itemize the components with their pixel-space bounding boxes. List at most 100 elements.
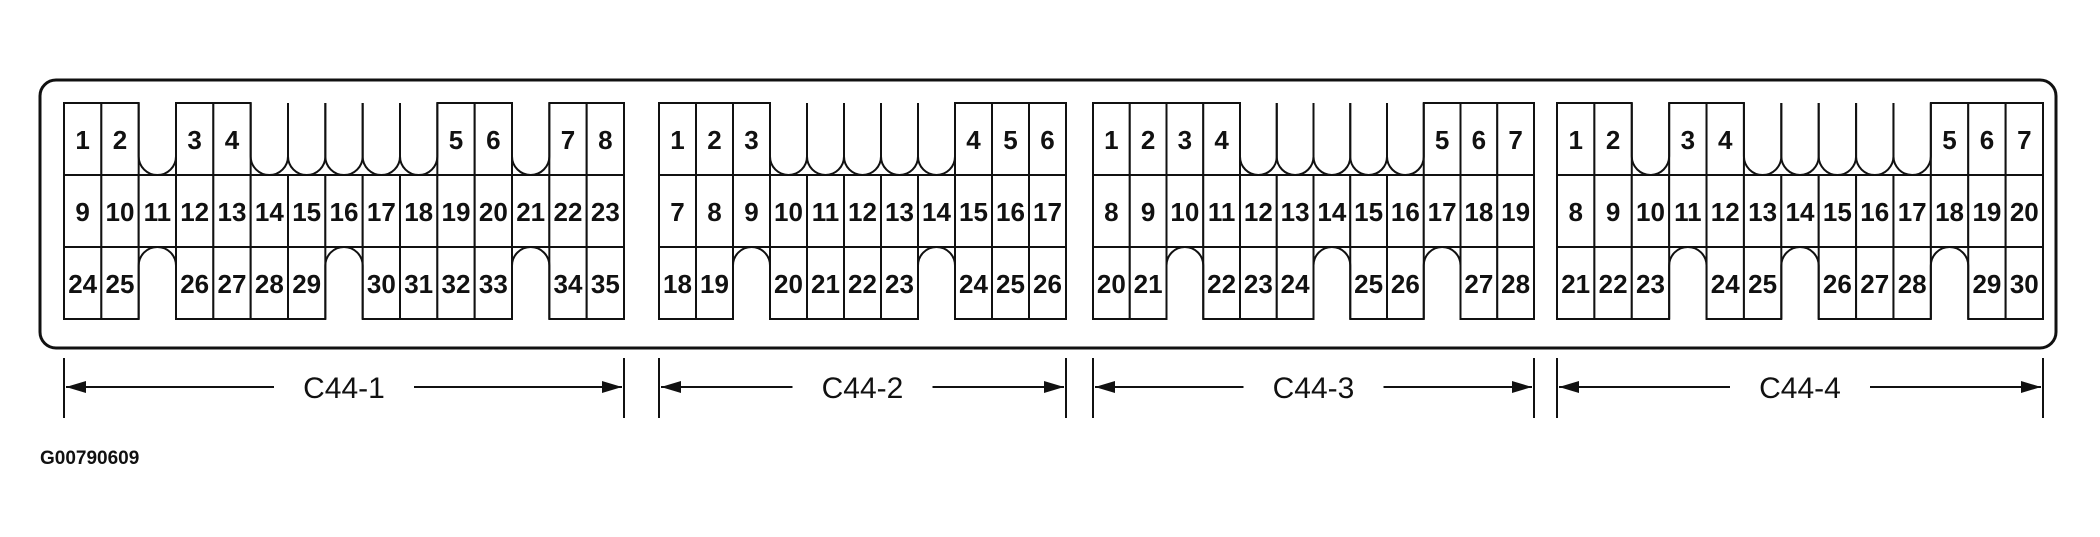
pin-cavity: 20	[1092, 246, 1131, 320]
key-notch	[249, 103, 289, 176]
pin-cavity: 1	[63, 102, 103, 176]
pin-cavity: 12	[843, 174, 882, 248]
pin-cavity: 23	[1239, 246, 1278, 320]
pin-cavity: 28	[1892, 246, 1932, 320]
pin-cavity: 7	[2004, 102, 2044, 176]
pin-number: 21	[1561, 269, 1590, 299]
pin-number: 10	[1170, 197, 1199, 227]
pin-cavity: 10	[769, 174, 808, 248]
key-notch	[1929, 246, 1970, 319]
pin-number: 14	[255, 197, 284, 227]
key-notch	[732, 246, 771, 319]
key-notch	[1422, 246, 1462, 319]
pin-number: 11	[1674, 197, 1702, 227]
pin-number: 12	[848, 197, 877, 227]
pin-number: 16	[330, 197, 359, 227]
pin-number: 23	[1244, 269, 1273, 299]
pin-cavity: 16	[1386, 174, 1425, 248]
pin-number: 30	[2010, 269, 2039, 299]
pin-number: 21	[811, 269, 840, 299]
pin-cavity: 8	[695, 174, 734, 248]
pin-number: 14	[922, 197, 951, 227]
key-notch	[917, 103, 956, 176]
pin-cavity: 1	[1556, 102, 1596, 176]
pin-number: 1	[75, 125, 89, 155]
pin-number: 24	[959, 269, 988, 299]
connector-span-line: C44-1	[63, 358, 625, 418]
pin-number: 29	[292, 269, 321, 299]
pin-cavity: 12	[175, 174, 215, 248]
pin-number: 7	[2017, 125, 2031, 155]
pin-number: 24	[68, 269, 97, 299]
pin-cavity: 27	[212, 246, 252, 320]
pin-cavity: 20	[2004, 174, 2044, 248]
pin-cavity: 7	[548, 102, 588, 176]
pin-number: 24	[1281, 269, 1310, 299]
pin-cavity: 2	[1593, 102, 1633, 176]
pin-number: 11	[812, 197, 840, 227]
pin-cavity: 3	[732, 102, 771, 176]
pin-number: 19	[1972, 197, 2001, 227]
pin-cavity: 6	[473, 102, 513, 176]
pin-cavity: 8	[585, 102, 626, 176]
pin-number: 16	[1860, 197, 1889, 227]
pin-cavity: 13	[1275, 174, 1315, 248]
connector-label: C44-4	[1759, 372, 1841, 405]
pin-cavity: 5	[991, 102, 1030, 176]
pin-number: 21	[516, 197, 545, 227]
pin-cavity: 11	[137, 174, 178, 248]
pin-number: 28	[1898, 269, 1927, 299]
key-notch	[1780, 103, 1820, 176]
pin-number: 3	[187, 125, 201, 155]
pin-cavity: 8	[1092, 174, 1131, 248]
connector-label: C44-1	[303, 372, 385, 405]
pin-cavity: 12	[1705, 174, 1745, 248]
pin-cavity: 9	[63, 174, 103, 248]
key-notch	[1386, 103, 1425, 176]
key-notch	[1630, 103, 1671, 176]
pin-number: 9	[744, 197, 758, 227]
key-notch	[1275, 103, 1315, 176]
key-notch	[511, 103, 551, 176]
pin-number: 6	[1980, 125, 1994, 155]
pin-cavity: 25	[991, 246, 1030, 320]
pin-number: 4	[1214, 125, 1229, 155]
pin-number: 25	[1354, 269, 1383, 299]
pin-number: 27	[1860, 269, 1889, 299]
connector-housing-outline	[38, 78, 2058, 350]
pin-cavity: 28	[1496, 246, 1535, 320]
pin-number: 13	[885, 197, 914, 227]
pin-cavity: 33	[473, 246, 513, 320]
pin-cavity: 26	[1386, 246, 1425, 320]
pin-number: 27	[1464, 269, 1493, 299]
pin-number: 2	[707, 125, 721, 155]
pin-number: 23	[591, 197, 620, 227]
pin-cavity: 10	[100, 174, 140, 248]
pin-cavity: 19	[695, 246, 734, 320]
pin-cavity: 23	[880, 246, 919, 320]
pin-number: 3	[744, 125, 758, 155]
key-notch	[769, 103, 808, 176]
figure-code: G00790609	[40, 448, 139, 469]
pin-number: 16	[996, 197, 1025, 227]
pin-number: 15	[959, 197, 988, 227]
pin-number: 18	[663, 269, 692, 299]
pin-cavity: 7	[1496, 102, 1535, 176]
pin-cavity: 15	[1817, 174, 1858, 248]
pin-cavity: 30	[361, 246, 401, 320]
key-notch	[137, 246, 177, 319]
pin-number: 20	[1097, 269, 1126, 299]
pin-cavity: 16	[324, 174, 364, 248]
pin-number: 10	[1636, 197, 1665, 227]
connector-span-line: C44-2	[658, 358, 1067, 418]
key-notch	[361, 103, 401, 176]
pin-number: 26	[1391, 269, 1420, 299]
pin-cavity: 25	[1349, 246, 1388, 320]
pin-cavity: 16	[1855, 174, 1895, 248]
pin-number: 12	[1711, 197, 1740, 227]
pin-number: 28	[1501, 269, 1530, 299]
pin-number: 15	[1354, 197, 1383, 227]
pin-number: 25	[1748, 269, 1777, 299]
pin-cavity: 13	[1742, 174, 1783, 248]
